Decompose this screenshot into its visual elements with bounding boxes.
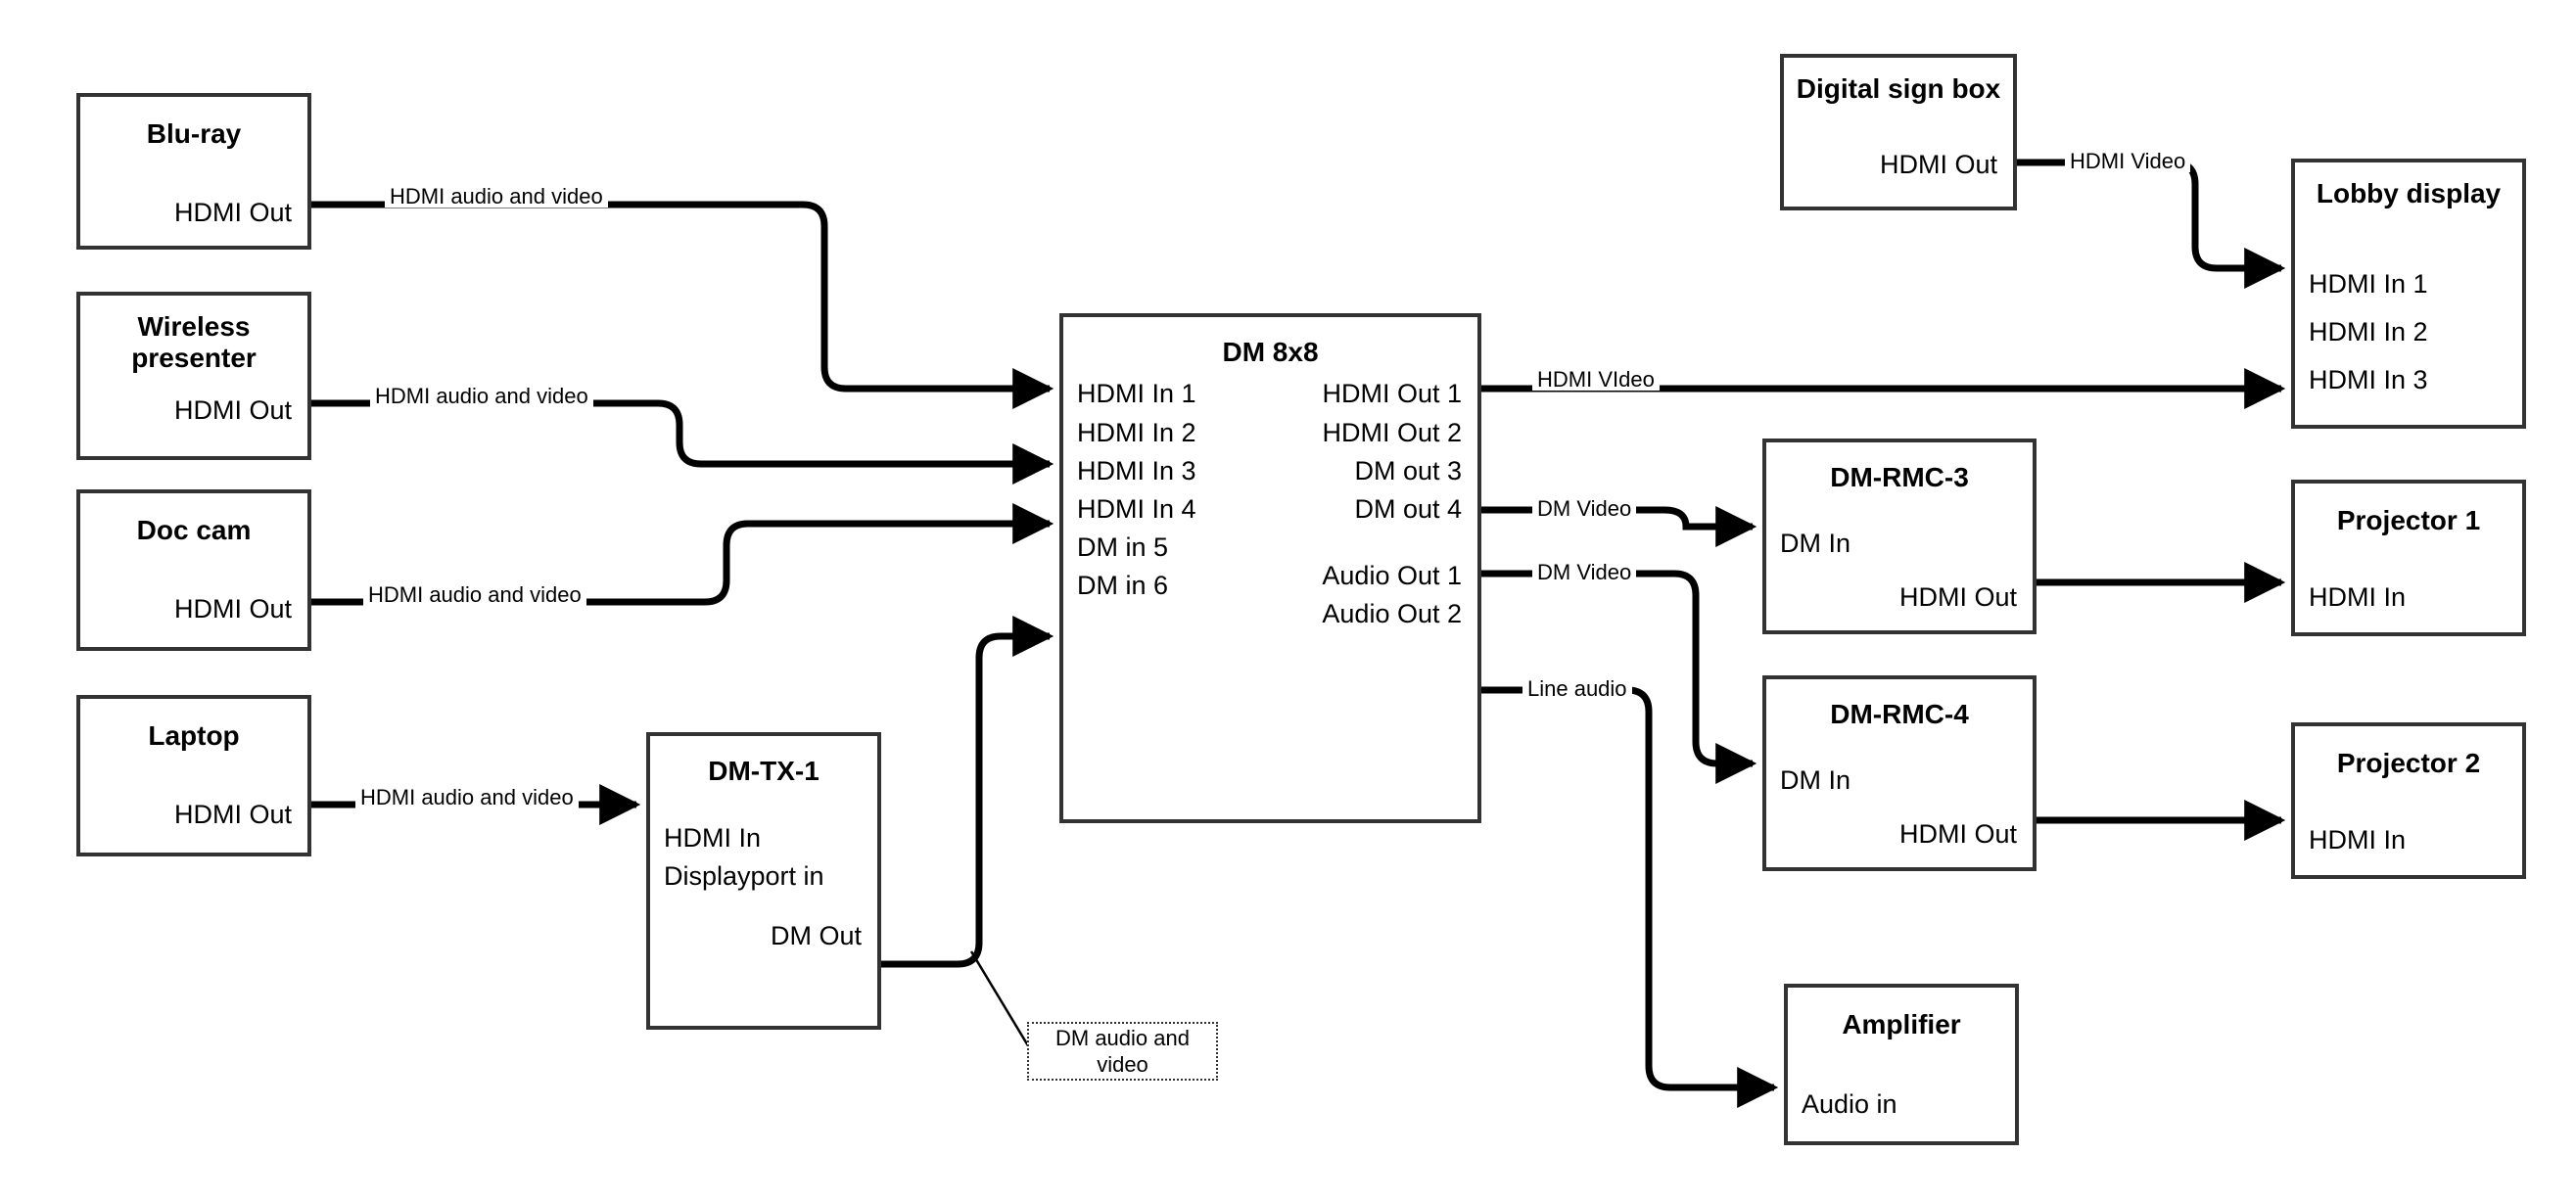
node-title-dm-rmc-4: DM-RMC-4: [1830, 699, 1969, 729]
port-dm-8x8-dm-in-5[interactable]: DM in 5: [1077, 532, 1169, 562]
wire-label-dmout4-to-rmc4: DM Video: [1532, 562, 1637, 583]
node-title-laptop: Laptop: [148, 720, 240, 751]
port-dm-tx-1-hdmi-in[interactable]: HDMI In: [664, 823, 762, 853]
node-title-blu-ray: Blu-ray: [146, 118, 242, 149]
wire-dm-out-4-to-rmc4: [1481, 570, 1757, 784]
port-lobby-display-hdmi-in-3[interactable]: HDMI In 3: [2309, 365, 2428, 394]
port-dm-8x8-hdmi-in-3[interactable]: HDMI In 3: [1077, 456, 1196, 485]
wire-label-wireless-to-dm: HDMI audio and video: [370, 386, 593, 407]
node-title-dm-8x8: DM 8x8: [1222, 337, 1319, 367]
port-dm-rmc-4-dm-in[interactable]: DM In: [1780, 765, 1851, 795]
port-projector-1-hdmi-in[interactable]: HDMI In: [2309, 582, 2407, 612]
node-projector-1[interactable]: Projector 1 HDMI In: [2291, 480, 2526, 636]
port-dm-rmc-3-hdmi-out[interactable]: HDMI Out: [1898, 582, 2017, 612]
port-dm-8x8-dm-out-3[interactable]: DM out 3: [1354, 456, 1462, 485]
wire-label-laptop-to-tx: HDMI audio and video: [355, 787, 579, 808]
port-dm-rmc-4-hdmi-out[interactable]: HDMI Out: [1898, 819, 2017, 849]
node-title-projector-1: Projector 1: [2336, 505, 2481, 535]
port-lobby-display-hdmi-in-1[interactable]: HDMI In 1: [2309, 269, 2428, 299]
leader-line-dm-audio-video-callout: [969, 950, 1034, 1053]
node-title-lobby-display: Lobby display: [2316, 178, 2502, 208]
port-dm-rmc-3-dm-in[interactable]: DM In: [1780, 529, 1851, 558]
wire-wireless-to-dm-hdmi-in-2: [311, 399, 1054, 485]
port-dm-tx-1-displayport-in[interactable]: Displayport in: [664, 861, 824, 891]
port-projector-2-hdmi-in[interactable]: HDMI In: [2309, 825, 2407, 855]
port-dm-8x8-audio-out-1[interactable]: Audio Out 1: [1322, 561, 1462, 590]
wire-audio-out-1-to-amplifier: [1481, 686, 1779, 1108]
callout-dm-audio-video-callout: DM audio and video: [1027, 1022, 1218, 1081]
wire-dmtx-to-dm-in-5: [881, 616, 1054, 968]
node-title-dm-tx-1: DM-TX-1: [708, 756, 820, 786]
node-title-doc-cam: Doc cam: [136, 515, 252, 545]
node-dm-rmc-3[interactable]: DM-RMC-3 DM In HDMI Out: [1762, 439, 2037, 634]
node-title-projector-2: Projector 2: [2336, 748, 2481, 778]
wire-label-audioout1-to-amp: Line audio: [1522, 678, 1632, 700]
wire-label-doccam-to-dm: HDMI audio and video: [363, 584, 586, 606]
wire-label-hdmiout1-to-lobby: HDMI VIdeo: [1532, 369, 1660, 391]
port-amplifier-audio-in[interactable]: Audio in: [1802, 1089, 1897, 1119]
node-title-amplifier: Amplifier: [1842, 1009, 1961, 1039]
node-projector-2[interactable]: Projector 2 HDMI In: [2291, 722, 2526, 879]
port-dm-8x8-dm-in-6[interactable]: DM in 6: [1077, 571, 1169, 600]
port-dm-8x8-hdmi-out-1[interactable]: HDMI Out 1: [1322, 379, 1462, 408]
port-laptop-hdmi-out[interactable]: HDMI Out: [173, 800, 292, 829]
wire-label-sign-to-lobby: HDMI Video: [2065, 151, 2191, 172]
port-dm-8x8-hdmi-in-2[interactable]: HDMI In 2: [1077, 418, 1196, 447]
port-dm-tx-1-dm-out[interactable]: DM Out: [770, 921, 862, 950]
wire-bluray-to-dm-hdmi-in-1: [311, 201, 1054, 409]
port-dm-8x8-dm-out-4[interactable]: DM out 4: [1354, 494, 1462, 524]
wire-label-dmout3-to-rmc3: DM Video: [1532, 498, 1637, 520]
node-title-digital-sign-box: Digital sign box: [1796, 73, 2001, 104]
wire-sign-to-lobby-hdmi-in-1: [2017, 159, 2286, 289]
port-dm-8x8-hdmi-in-1[interactable]: HDMI In 1: [1077, 379, 1196, 408]
port-dm-8x8-hdmi-in-4[interactable]: HDMI In 4: [1077, 494, 1196, 524]
node-title-dm-rmc-3: DM-RMC-3: [1830, 462, 1969, 492]
port-wireless-presenter-hdmi-out[interactable]: HDMI Out: [173, 395, 292, 425]
port-digital-sign-box-hdmi-out[interactable]: HDMI Out: [1879, 150, 1997, 179]
port-dm-8x8-hdmi-out-2[interactable]: HDMI Out 2: [1322, 418, 1462, 447]
wire-label-bluray-to-dm: HDMI audio and video: [385, 186, 608, 208]
port-lobby-display-hdmi-in-2[interactable]: HDMI In 2: [2309, 317, 2428, 346]
node-dm-rmc-4[interactable]: DM-RMC-4 DM In HDMI Out: [1762, 675, 2037, 871]
port-blu-ray-hdmi-out[interactable]: HDMI Out: [173, 198, 292, 227]
port-doc-cam-hdmi-out[interactable]: HDMI Out: [173, 594, 292, 624]
node-title-wireless-presenter: Wireless presenter: [131, 311, 257, 374]
port-dm-8x8-audio-out-2[interactable]: Audio Out 2: [1322, 599, 1462, 628]
